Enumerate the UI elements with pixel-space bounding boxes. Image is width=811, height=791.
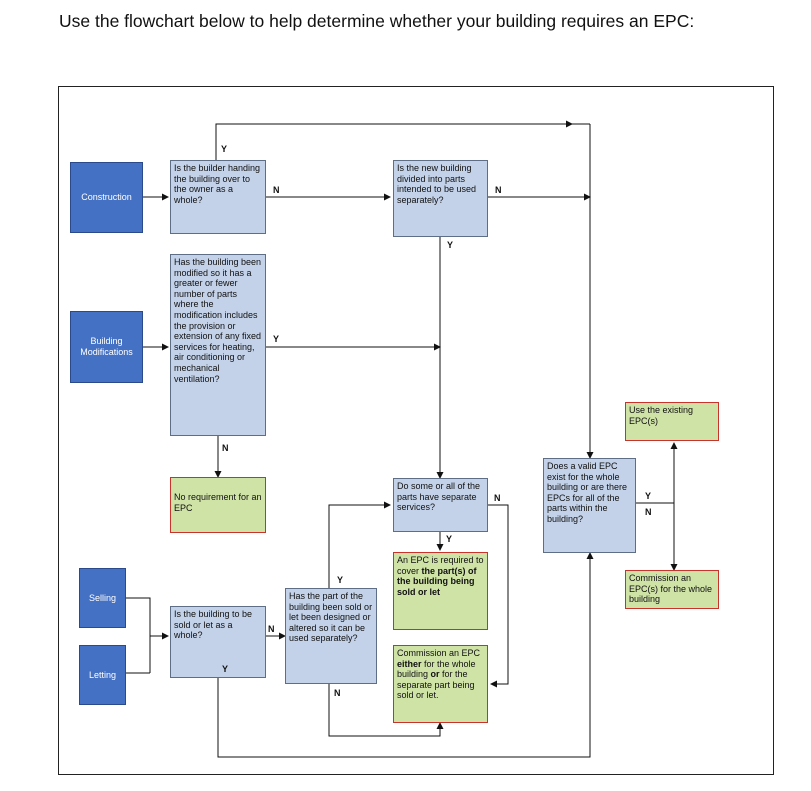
label-valid-n: N (645, 507, 652, 517)
construction-box: Construction (70, 162, 143, 233)
letting-box: Letting (79, 645, 126, 705)
commission-either-or: or (430, 669, 440, 680)
question-separate-services: Do some or all of the parts have separat… (393, 478, 488, 532)
label-divided-y: Y (447, 240, 454, 250)
epc-required-bold: the part(s) of the building being sold o… (397, 565, 477, 597)
question-valid-epc: Does a valid EPC exist for the whole bui… (543, 458, 636, 553)
question-handing-over: Is the builder handing the building over… (170, 160, 266, 234)
commission-either-text-3: for the separate part being sold or let. (397, 669, 475, 701)
label-valid-y: Y (645, 491, 652, 501)
commission-either-either: either (397, 658, 422, 669)
label-sold-y: Y (222, 664, 229, 674)
label-part-y: Y (337, 575, 344, 585)
epc-required-box: An EPC is required to cover the part(s) … (393, 552, 488, 630)
commission-either-text-2: for the whole building (397, 658, 476, 680)
commission-whole-box: Commission an EPC(s) for the whole build… (625, 570, 719, 609)
label-modified-n: N (222, 443, 229, 453)
question-part-sold: Has the part of the building been sold o… (285, 588, 377, 684)
commission-either-box: Commission an EPC either for the whole b… (393, 645, 488, 723)
no-requirement-box: No requirement for an EPC (170, 477, 266, 533)
question-sold-whole: Is the building to be sold or let as a w… (170, 606, 266, 678)
label-q1-y: Y (221, 144, 228, 154)
label-part-n: N (334, 688, 341, 698)
label-q1-n: N (273, 185, 280, 195)
label-divided-n: N (495, 185, 502, 195)
building-modifications-box: Building Modifications (70, 311, 143, 383)
label-services-n: N (494, 493, 501, 503)
use-existing-box: Use the existing EPC(s) (625, 402, 719, 441)
commission-either-text-1: Commission an EPC (397, 648, 481, 658)
epc-required-text: An EPC is required to cover (397, 555, 484, 576)
question-divided: Is the new building divided into parts i… (393, 160, 488, 237)
question-modified: Has the building been modified so it has… (170, 254, 266, 436)
intro-text: Use the flowchart below to help determin… (59, 11, 695, 31)
label-sold-n: N (268, 624, 275, 634)
label-services-y: Y (446, 534, 453, 544)
selling-box: Selling (79, 568, 126, 628)
label-modified-y: Y (273, 334, 280, 344)
